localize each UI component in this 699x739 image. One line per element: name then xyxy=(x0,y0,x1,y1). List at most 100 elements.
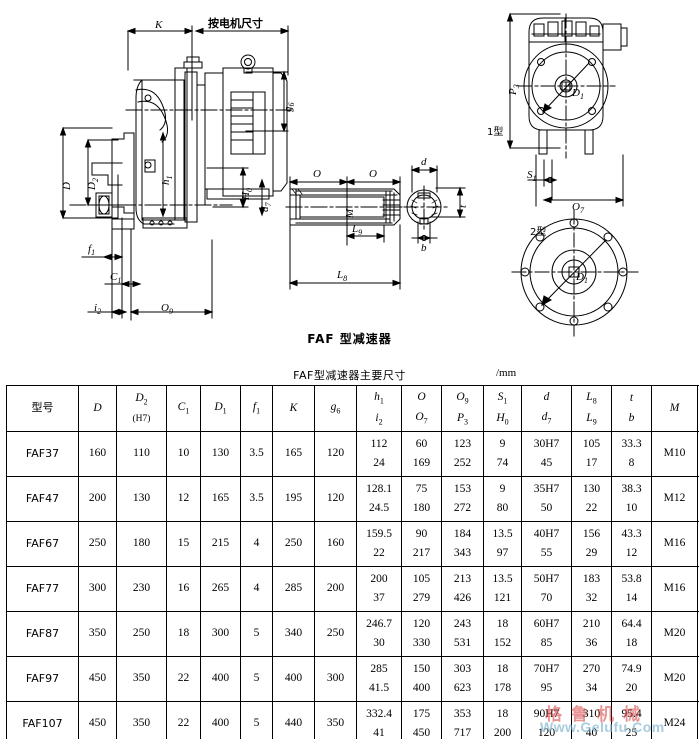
D2-cell: 250 xyxy=(116,611,167,657)
f1-cell: 3.5 xyxy=(240,476,273,522)
g6-cell: 160 xyxy=(314,521,357,567)
O9-P3-cell-bottom: 252 xyxy=(453,456,472,469)
d-d7-cell-bottom: 95 xyxy=(540,681,553,694)
d-d7-cell-top: 35H7 xyxy=(533,483,560,496)
model-cell: FAF67 xyxy=(6,521,79,567)
col-header-d-d7: d d7 xyxy=(521,385,572,432)
t-b-cell: 38.3 10 xyxy=(611,476,652,522)
t-b-cell-top: 64.4 xyxy=(621,618,642,631)
h1-i2-cell-top: 285 xyxy=(370,663,388,676)
d-d7-cell-top: 70H7 xyxy=(533,663,560,676)
S1-H0-cell-top: 13.5 xyxy=(492,573,513,586)
D1-cell: 400 xyxy=(200,656,241,702)
L8-L9-cell-top: 210 xyxy=(582,618,601,631)
col-header-M: M xyxy=(651,385,698,432)
d-d7-cell-top: 40H7 xyxy=(533,528,560,541)
f1-cell: 5 xyxy=(240,656,273,702)
col-header-f1: f1 xyxy=(240,385,273,432)
col-header-C1: C1 xyxy=(166,385,201,432)
D2-cell: 180 xyxy=(116,521,167,567)
C1-cell: 18 xyxy=(166,611,201,657)
dim-label-h1: h1 xyxy=(160,175,175,186)
L8-L9-cell-top: 310 xyxy=(582,708,601,721)
D1-cell: 215 xyxy=(200,521,241,567)
h1-i2-cell-bottom: 30 xyxy=(373,636,385,649)
t-b-cell-bottom: 20 xyxy=(625,681,638,694)
t-b-cell-top: 74.9 xyxy=(621,663,642,676)
model-cell: FAF97 xyxy=(6,656,79,702)
L8-L9-cell-bottom: 32 xyxy=(585,591,598,604)
O9-P3-cell-top: 353 xyxy=(453,708,472,721)
D2-cell: 350 xyxy=(116,701,167,739)
D2-cell: 350 xyxy=(116,656,167,702)
motor-dimension-note: 按电机尺寸 xyxy=(208,17,263,30)
O-O7-cell-top: 150 xyxy=(412,663,431,676)
O9-P3-cell-top: 243 xyxy=(453,618,472,631)
t-b-cell-bottom: 10 xyxy=(625,501,638,514)
table-caption-row: FAF型减速器主要尺寸 /mm xyxy=(6,365,693,385)
technical-drawing: K 按电机尺寸 D D2 h1 g6 H0 d7 f1 C1 i2 O9 O O… xyxy=(0,0,699,355)
S1-H0-cell-top: 18 xyxy=(496,708,509,721)
dim-label-t: t xyxy=(457,204,469,208)
D-cell: 450 xyxy=(78,656,117,702)
M-cell: M12 xyxy=(651,476,698,522)
f1-cell: 4 xyxy=(240,521,273,567)
L8-L9-cell-top: 270 xyxy=(582,663,601,676)
K-cell: 400 xyxy=(272,656,315,702)
D2-cell: 230 xyxy=(116,566,167,612)
g6-cell: 350 xyxy=(314,701,357,739)
S1-H0-cell-bottom: 121 xyxy=(493,591,512,604)
col-header-D1: D1 xyxy=(200,385,241,432)
dim-label-P3: P3 xyxy=(507,84,522,95)
O9-P3-cell-bottom: 272 xyxy=(453,501,472,514)
table-unit-label: /mm xyxy=(496,367,517,379)
D-cell: 350 xyxy=(78,611,117,657)
h1-i2-cell-top: 332.4 xyxy=(366,708,392,721)
f1-cell: 5 xyxy=(240,701,273,739)
L8-L9-cell-top: 156 xyxy=(582,528,601,541)
t-b-cell-top: 95.4 xyxy=(621,708,642,721)
h1-i2-cell-bottom: 37 xyxy=(373,591,385,604)
d-d7-cell-top: 90H7 xyxy=(533,708,560,721)
f1-cell: 3.5 xyxy=(240,431,273,477)
dim-label-i2: i2 xyxy=(94,302,102,317)
M-cell: M10 xyxy=(651,431,698,477)
D1-cell: 165 xyxy=(200,476,241,522)
dim-label-O-left: O xyxy=(313,168,321,180)
d-d7-cell-top: 30H7 xyxy=(533,438,560,451)
K-cell: 440 xyxy=(272,701,315,739)
g6-cell: 200 xyxy=(314,566,357,612)
t-b-cell-top: 38.3 xyxy=(621,483,642,496)
d-d7-cell: 70H7 95 xyxy=(521,656,572,702)
S1-H0-cell-bottom: 80 xyxy=(496,501,509,514)
dim-label-f1: f1 xyxy=(88,243,96,258)
O-O7-cell-bottom: 400 xyxy=(412,681,431,694)
dim-label-H0: H0 xyxy=(240,188,255,200)
d-d7-cell-bottom: 55 xyxy=(540,546,553,559)
g6-cell: 120 xyxy=(314,476,357,522)
dim-label-O-right: O xyxy=(369,168,377,180)
dim-label-D: D xyxy=(61,182,73,190)
h1-i2-cell-top: 159.5 xyxy=(366,528,392,541)
L8-L9-cell-bottom: 40 xyxy=(585,726,598,739)
h1-i2-cell-top: 200 xyxy=(370,573,388,586)
figure-caption: FAF 型减速器 xyxy=(307,332,392,346)
D-cell: 200 xyxy=(78,476,117,522)
